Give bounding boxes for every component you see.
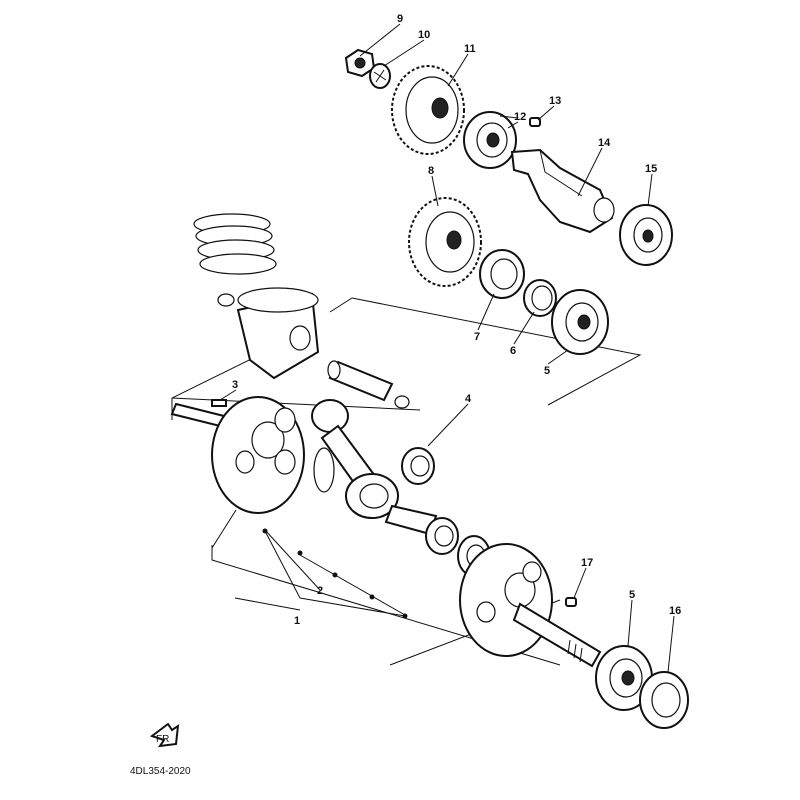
- callout-5-upper: 5: [544, 365, 550, 377]
- circlip: [217, 293, 235, 307]
- primary-drive-gear-part-11: [391, 65, 465, 155]
- callout-16: 16: [669, 605, 681, 617]
- callout-6: 6: [510, 345, 516, 357]
- reference-dots: [262, 528, 408, 619]
- key-part-13: [529, 117, 541, 127]
- lock-washer-part-10: [369, 63, 391, 89]
- callout-17: 17: [581, 557, 593, 569]
- callout-8: 8: [428, 165, 434, 177]
- callout-3: 3: [232, 379, 238, 391]
- callout-13: 13: [549, 95, 561, 107]
- piston: [236, 287, 320, 380]
- piston-pin: [327, 360, 394, 402]
- bearing-part-12: [463, 111, 517, 169]
- callout-5-lower: 5: [629, 589, 635, 601]
- bearing-part-5-lower: [595, 645, 653, 711]
- callout-1: 1: [294, 615, 300, 627]
- needle-bearing-part-4: [401, 447, 435, 485]
- bearing-part-5-upper: [551, 289, 609, 355]
- callout-2: 2: [317, 585, 323, 597]
- front-marker-label: FR: [156, 734, 169, 745]
- front-arrow-icon: FR: [149, 722, 180, 748]
- balancer-shaft-part-14: [510, 148, 615, 234]
- crank-web-right: [459, 543, 602, 668]
- key-part-17: [565, 597, 577, 607]
- spacer-part-6: [523, 279, 557, 317]
- big-end-needle-bearing: [425, 517, 459, 555]
- callout-15: 15: [645, 163, 657, 175]
- oil-seal-part-16: [639, 671, 689, 729]
- drawing-code: 4DL354-2020: [130, 766, 191, 777]
- circlip-2: [394, 395, 410, 409]
- callout-7: 7: [474, 331, 480, 343]
- callout-12: 12: [514, 111, 526, 123]
- bearing-part-7: [479, 249, 525, 299]
- balancer-drive-gear-part-8: [408, 197, 482, 287]
- callout-4: 4: [465, 393, 472, 405]
- leader-lines: [211, 23, 675, 673]
- callout-9: 9: [397, 13, 403, 25]
- woodruff-key-part-3: [211, 399, 227, 407]
- callout-14: 14: [598, 137, 611, 149]
- callout-11: 11: [464, 43, 476, 55]
- bearing-part-15: [619, 204, 673, 266]
- callout-10: 10: [418, 29, 430, 41]
- piston-rings: [193, 213, 277, 275]
- crank-web-left: [170, 396, 305, 514]
- connecting-rod: [311, 399, 399, 519]
